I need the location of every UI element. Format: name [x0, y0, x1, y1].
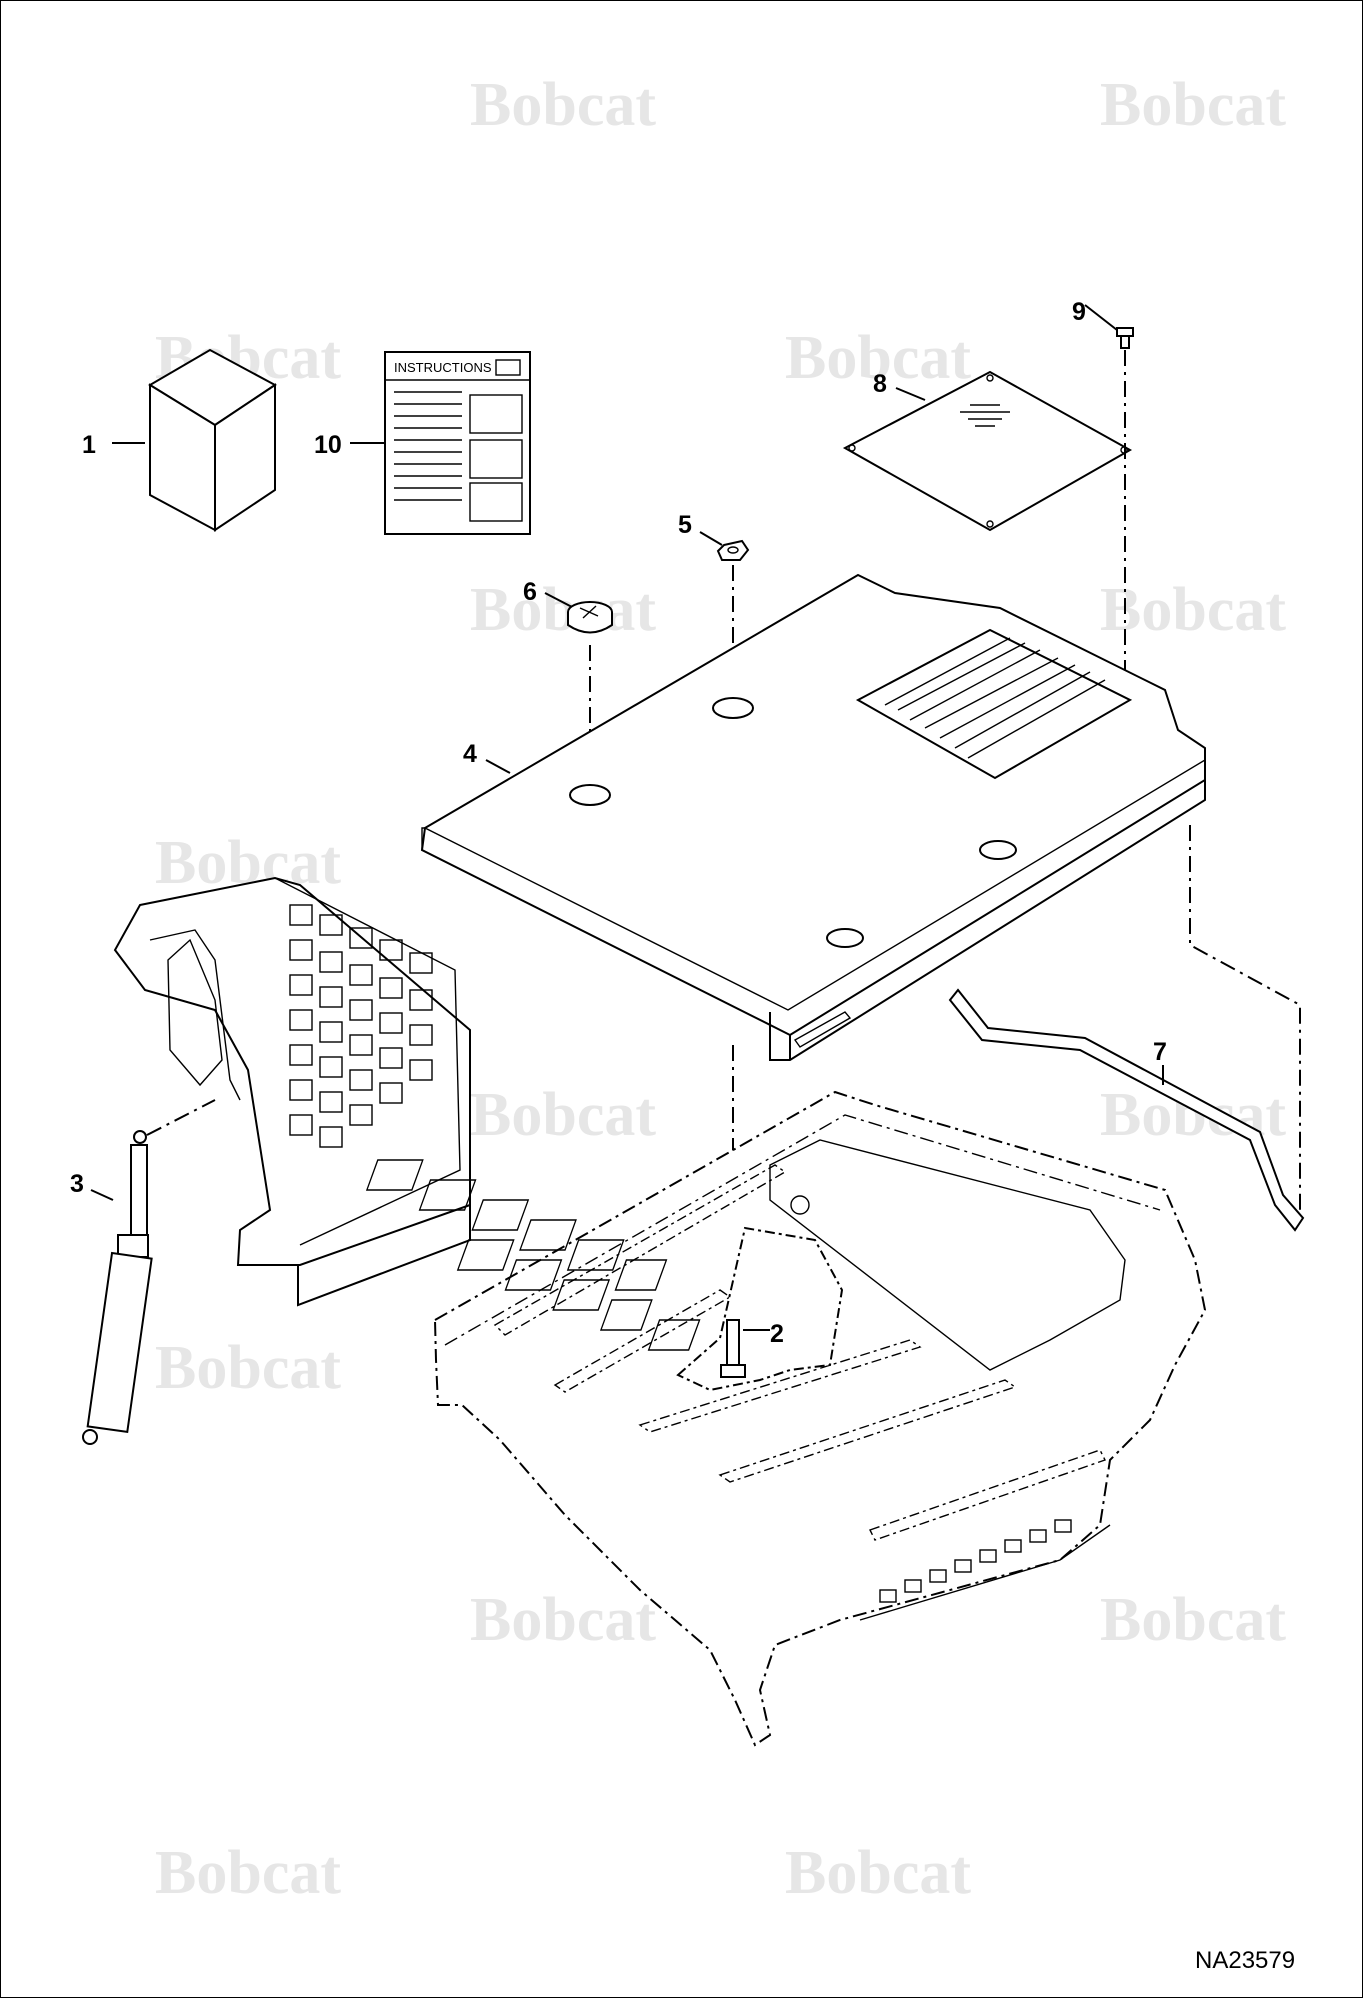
instructions-label: INSTRUCTIONS: [394, 360, 492, 375]
callout-9: 9: [1072, 298, 1086, 326]
watermark-text: Bobcat: [785, 324, 971, 392]
part-2-bolt: [720, 1319, 746, 1378]
part-8-plate: [842, 370, 1133, 532]
watermark-text: Bobcat: [470, 1586, 656, 1654]
watermark-text: Bobcat: [470, 1081, 656, 1149]
callout-1: 1: [82, 431, 96, 459]
watermarks: Bobcat Bobcat Bobcat Bobcat Bobcat Bobca…: [155, 71, 1286, 1907]
callout-2: 2: [770, 1320, 784, 1348]
part-10-instructions: INSTRUCTIONS: [384, 351, 531, 535]
callout-8: 8: [873, 370, 887, 398]
callout-10: 10: [314, 431, 342, 459]
part-6-plug: [567, 601, 613, 634]
drawing-number: NA23579: [1195, 1947, 1295, 1974]
part-3-gas-strut: [82, 1130, 153, 1445]
watermark-text: Bobcat: [470, 576, 656, 644]
watermark-text: Bobcat: [1100, 1586, 1286, 1654]
part-9-screw: [1116, 327, 1134, 349]
part-1-box: [148, 348, 277, 532]
watermark-text: Bobcat: [155, 1334, 341, 1402]
watermark-text: Bobcat: [1100, 576, 1286, 644]
watermark-text: Bobcat: [155, 1839, 341, 1907]
part-7-strip: [948, 988, 1305, 1232]
watermark-text: Bobcat: [1100, 71, 1286, 139]
callout-5: 5: [678, 511, 692, 539]
cab-base-frame: [365, 1090, 1207, 1747]
part-4-roof-panel: [420, 573, 1206, 1061]
callout-4: 4: [463, 740, 477, 768]
callout-7: 7: [1153, 1038, 1167, 1066]
leader-lines: [90, 304, 1164, 1331]
side-panel: [113, 876, 471, 1307]
callout-3: 3: [70, 1170, 84, 1198]
watermark-text: Bobcat: [785, 1839, 971, 1907]
watermark-text: Bobcat: [470, 71, 656, 139]
callout-labels: 1 2 3 4 5 6 7 8 9 10: [70, 298, 1167, 1348]
part-5-nut: [716, 539, 750, 561]
callout-6: 6: [523, 578, 537, 606]
